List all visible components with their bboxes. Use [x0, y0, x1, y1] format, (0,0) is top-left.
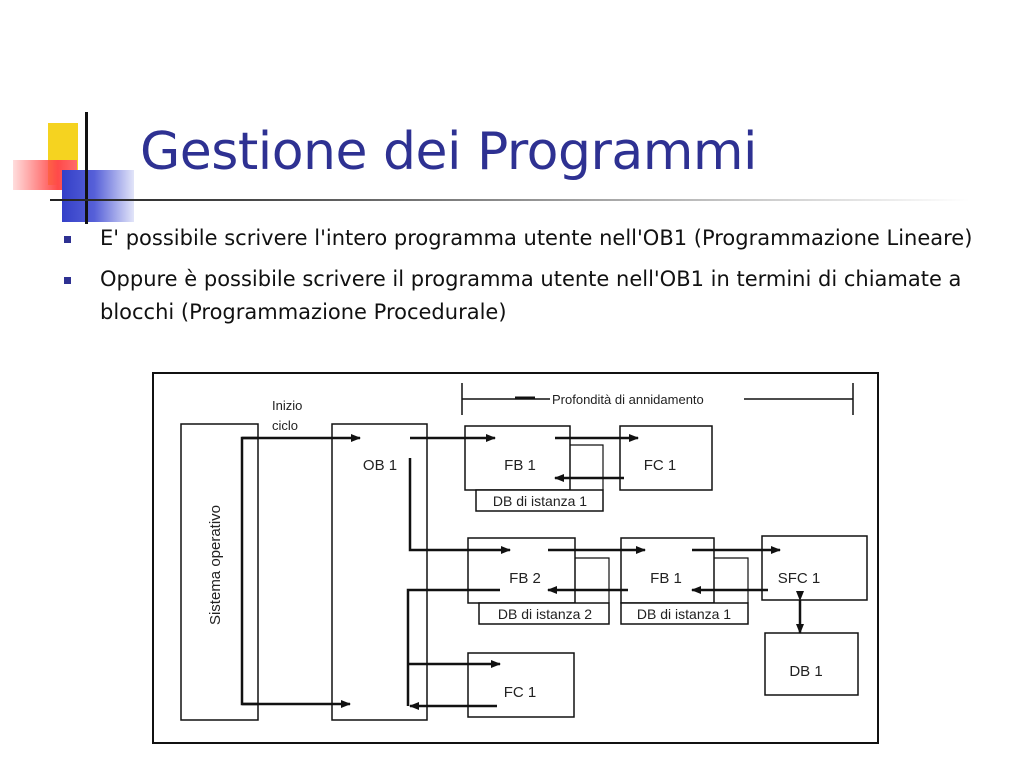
cycle-start-label: ciclo: [272, 418, 298, 433]
nesting-depth-label: Profondità di annidamento: [552, 392, 704, 407]
fc1-top-label: FC 1: [644, 457, 677, 474]
db1-label: DB 1: [789, 663, 822, 680]
db-instance2-label: DB di istanza 2: [498, 606, 592, 622]
fb2-return-line: [406, 588, 500, 706]
fc1-bottom-label: FC 1: [504, 684, 537, 701]
block-db-instance2: [478, 602, 610, 625]
bullet-item: E' possibile scrivere l'intero programma…: [62, 222, 1012, 255]
block-db1: [764, 632, 859, 696]
bullet-item: Oppure è possibile scrivere il programma…: [62, 263, 1012, 329]
cycle-start-label: Inizio: [272, 398, 302, 413]
operating-system-label: Sistema operativo: [207, 505, 224, 625]
decor-vertical-line: [85, 112, 88, 224]
bullet-text: Oppure è possibile scrivere il programma…: [100, 267, 962, 324]
fb1-top-label: FB 1: [504, 457, 536, 474]
block-fb1-top: [464, 425, 571, 491]
bullet-list: E' possibile scrivere l'intero programma…: [62, 222, 1012, 337]
square-bullet-icon: [64, 277, 71, 284]
nesting-depth-indicator: [461, 383, 854, 415]
bullet-text: E' possibile scrivere l'intero programma…: [100, 226, 973, 250]
diagram-frame: [152, 372, 879, 744]
block-sfc1: [761, 535, 868, 601]
fb2-label: FB 2: [509, 570, 541, 587]
block-db-instance1-top: [475, 489, 604, 512]
ob1-to-fb2-arrow: [408, 458, 511, 554]
block-db-instance1-mid: [620, 602, 749, 625]
fb1-mid-label: FB 1: [650, 570, 682, 587]
sfc1-label: SFC 1: [778, 570, 821, 587]
db-instance1-top-label: DB di istanza 1: [493, 493, 587, 509]
db-instance1-mid-label: DB di istanza 1: [637, 606, 731, 622]
call-flow-lines: [240, 434, 781, 710]
title-underline: [50, 199, 970, 201]
ob1-label: OB 1: [363, 457, 397, 474]
instance-data-links: [570, 444, 749, 603]
block-operating-system: [180, 423, 259, 721]
page-title: Gestione dei Programmi: [140, 122, 758, 182]
decor-blue-square: [62, 170, 134, 222]
square-bullet-icon: [64, 236, 71, 243]
